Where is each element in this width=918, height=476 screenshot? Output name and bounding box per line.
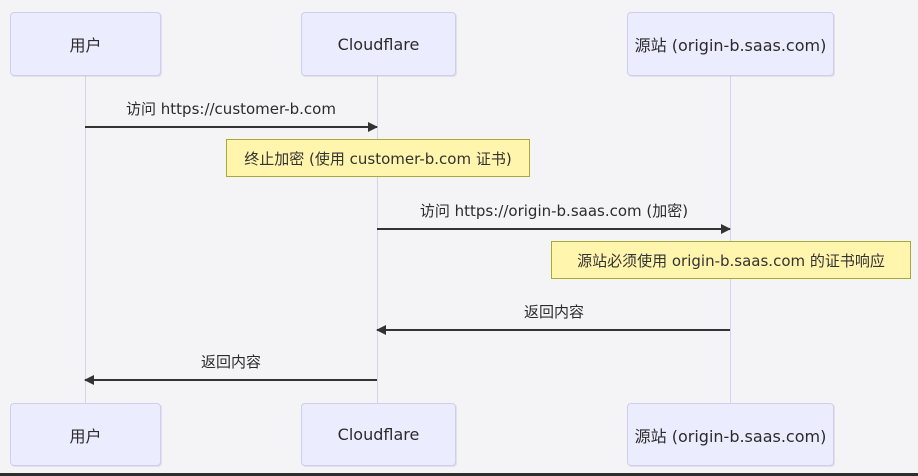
message-label-2: 访问 https://origin-b.saas.com (加密) xyxy=(419,202,689,220)
arrowhead-left-icon xyxy=(376,325,386,335)
actor-label: 用户 xyxy=(69,36,102,55)
note-label: 源站必须使用 origin-b.saas.com 的证书响应 xyxy=(577,251,885,270)
lifeline-user xyxy=(85,76,86,403)
arrowhead-right-icon xyxy=(368,122,378,132)
actor-label: 用户 xyxy=(69,426,102,446)
actor-origin-top: 源站 (origin-b.saas.com) xyxy=(627,12,834,76)
actor-user-bottom: 用户 xyxy=(10,403,161,466)
message-arrow-2 xyxy=(377,224,731,234)
arrowhead-right-icon xyxy=(721,224,731,234)
actor-label: Cloudflare xyxy=(337,34,420,54)
note-terminate-tls: 终止加密 (使用 customer-b.com 证书) xyxy=(226,139,530,177)
actor-cloudflare-top: Cloudflare xyxy=(301,12,456,76)
window-bottom-edge xyxy=(0,473,918,476)
arrowhead-left-icon xyxy=(84,375,94,385)
message-arrow-1 xyxy=(85,122,378,132)
message-label-1: 访问 https://customer-b.com xyxy=(126,100,336,118)
lifeline-cloudflare xyxy=(377,76,378,403)
lifeline-origin xyxy=(730,76,731,403)
actor-label: 源站 (origin-b.saas.com) xyxy=(634,426,827,446)
actor-cloudflare-bottom: Cloudflare xyxy=(301,403,456,466)
actor-label: Cloudflare xyxy=(337,425,420,444)
note-origin-cert: 源站必须使用 origin-b.saas.com 的证书响应 xyxy=(551,241,911,279)
message-arrow-3 xyxy=(376,325,730,335)
actor-label: 源站 (origin-b.saas.com) xyxy=(634,36,827,55)
note-label: 终止加密 (使用 customer-b.com 证书) xyxy=(244,149,512,168)
actor-origin-bottom: 源站 (origin-b.saas.com) xyxy=(627,403,834,466)
message-arrow-4 xyxy=(84,375,377,385)
message-label-3: 返回内容 xyxy=(523,303,585,321)
message-label-4: 返回内容 xyxy=(200,353,262,371)
actor-user-top: 用户 xyxy=(10,12,161,76)
